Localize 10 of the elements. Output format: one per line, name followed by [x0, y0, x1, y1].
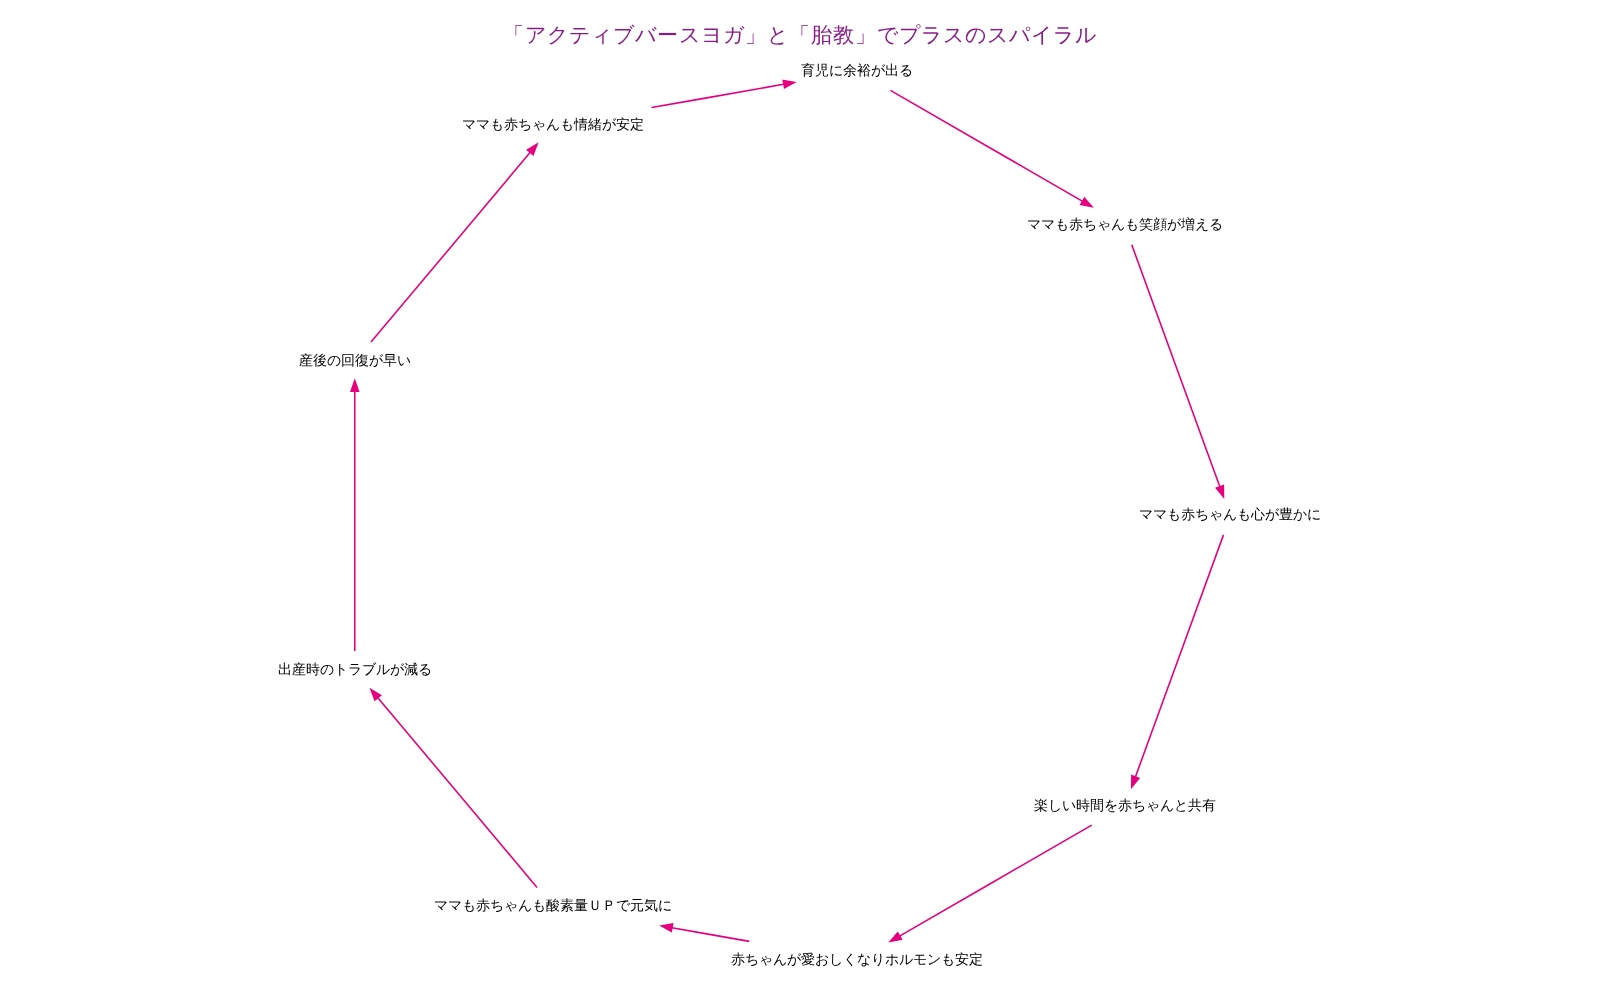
diagram-title: 「アクティブバースヨガ」と「胎教」でプラスのスパイラル [503, 23, 1097, 48]
arrow [370, 142, 539, 343]
arrow [369, 687, 538, 889]
arrow [659, 923, 751, 943]
arrow [650, 79, 797, 109]
arrow [1130, 534, 1225, 790]
arrow [349, 378, 360, 652]
arrow [1130, 243, 1225, 499]
arrow [889, 89, 1094, 208]
arrow [888, 824, 1093, 943]
